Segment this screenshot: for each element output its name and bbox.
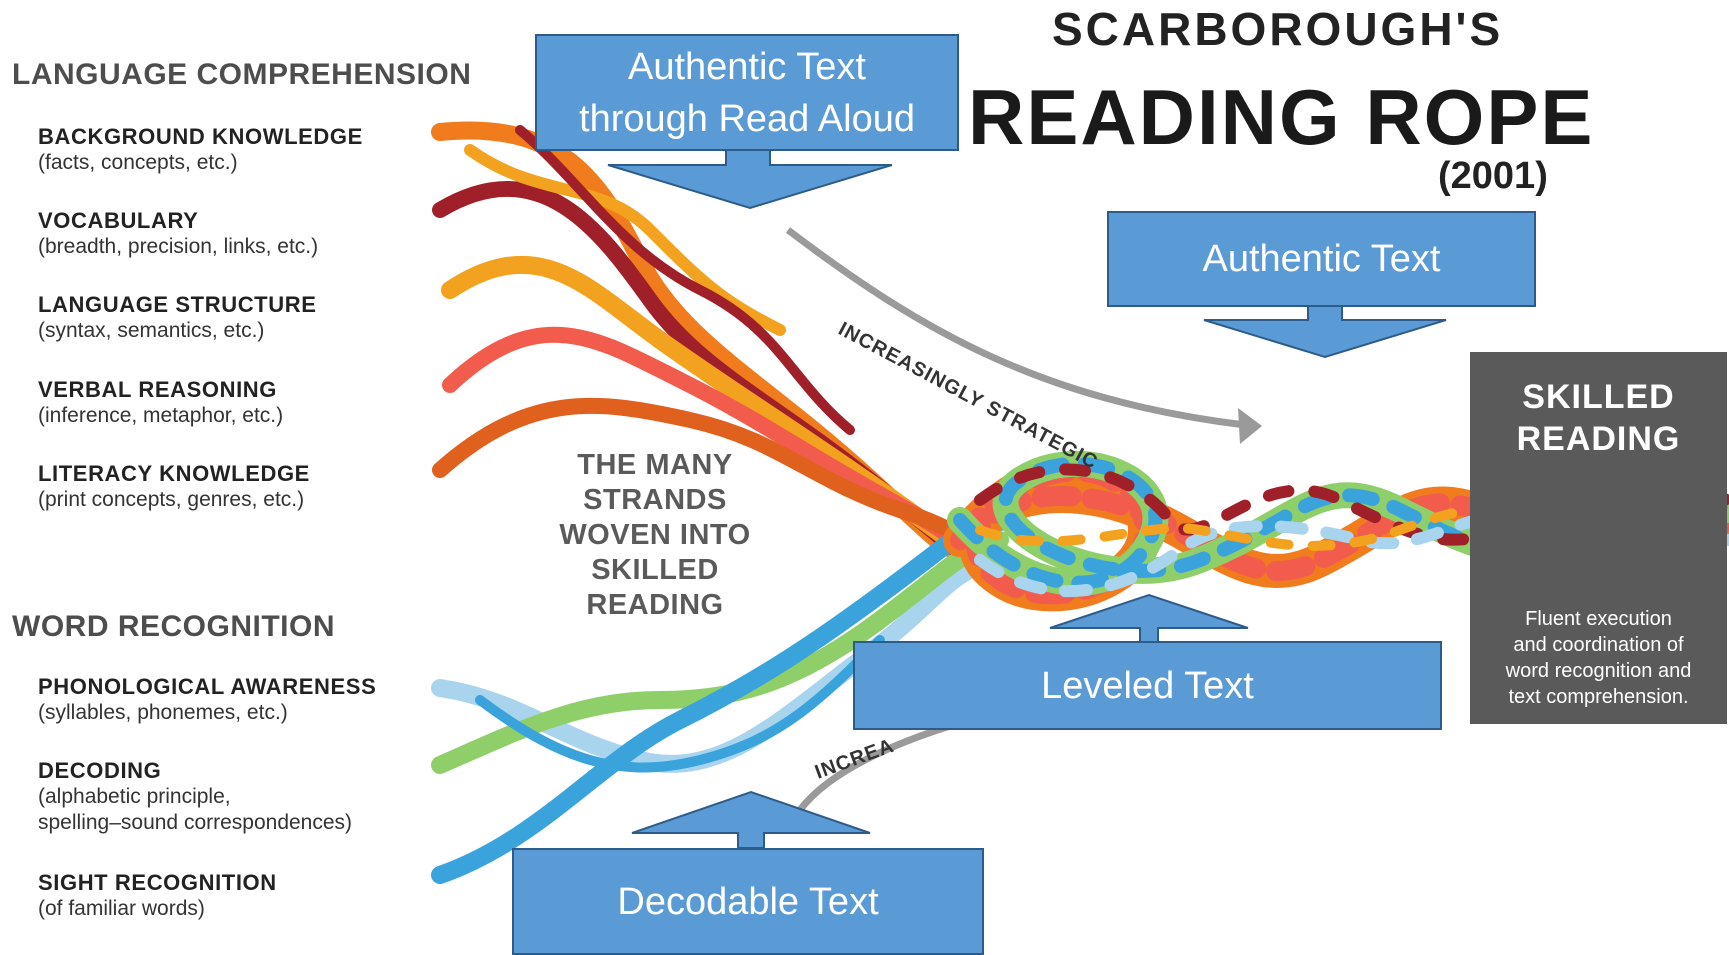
- language-strands: [431, 121, 1028, 593]
- phonological-awareness-item: PHONOLOGICAL AWARENESS (syllables, phone…: [38, 674, 376, 726]
- title-line-2: READING ROPE: [968, 73, 1595, 161]
- many-strands-text: THE MANY STRANDS WOVEN INTO SKILLED READ…: [530, 448, 780, 623]
- skilled-title-line: READING: [1516, 420, 1681, 458]
- strand-title: VERBAL REASONING: [38, 377, 277, 402]
- strand-title: DECODING: [38, 758, 162, 783]
- skilled-reading-title: SKILLED READING: [1470, 376, 1727, 460]
- center-line: THE MANY: [577, 449, 733, 481]
- callout-arrows: [607, 149, 1447, 849]
- strand-desc: (facts, concepts, etc.): [38, 151, 238, 174]
- vocabulary-item: VOCABULARY (breadth, precision, links, e…: [38, 208, 318, 260]
- strand-desc: (inference, metaphor, etc.): [38, 404, 284, 427]
- strand-desc: (print concepts, genres, etc.): [38, 488, 305, 511]
- strand-title: SIGHT RECOGNITION: [38, 870, 277, 895]
- strand-title: LITERACY KNOWLEDGE: [38, 461, 310, 486]
- callout-line: Authentic Text: [627, 45, 866, 88]
- strand-title: LANGUAGE STRUCTURE: [38, 292, 317, 317]
- strand-desc: (syntax, semantics, etc.): [38, 319, 265, 342]
- authentic-arrow-shape: [1203, 304, 1447, 359]
- leveled-text-callout: Leveled Text: [853, 641, 1442, 730]
- strand-title: BACKGROUND KNOWLEDGE: [38, 124, 363, 149]
- skilled-desc-line: text comprehension.: [1508, 686, 1689, 708]
- skilled-desc-line: Fluent execution: [1525, 608, 1672, 630]
- leveled-arrow-shape: [1049, 593, 1249, 644]
- language-comprehension-heading: LANGUAGE COMPREHENSION: [12, 58, 472, 91]
- read-aloud-arrow-shape: [607, 149, 893, 210]
- language-structure-item: LANGUAGE STRUCTURE (syntax, semantics, e…: [38, 292, 316, 344]
- decoding-item: DECODING (alphabetic principle, spelling…: [38, 758, 352, 836]
- authentic-text-callout: Authentic Text: [1107, 211, 1536, 307]
- sight-recognition-item: SIGHT RECOGNITION (of familiar words): [38, 870, 277, 922]
- callout-line: through Read Aloud: [579, 97, 915, 140]
- skilled-reading-box: SKILLED READING Fluent execution and coo…: [1470, 352, 1727, 724]
- strand-desc: (alphabetic principle,: [38, 785, 231, 808]
- center-line: STRANDS: [583, 484, 727, 516]
- background-knowledge-item: BACKGROUND KNOWLEDGE (facts, concepts, e…: [38, 124, 363, 176]
- strand-title: VOCABULARY: [38, 208, 199, 233]
- strand-title: PHONOLOGICAL AWARENESS: [38, 674, 377, 699]
- strand-desc: (breadth, precision, links, etc.): [38, 235, 319, 258]
- skilled-title-line: SKILLED: [1522, 378, 1675, 416]
- read-aloud-callout: Authentic Text through Read Aloud: [535, 34, 959, 151]
- skilled-desc-line: and coordination of: [1513, 634, 1684, 656]
- title-year: (2001): [1438, 155, 1548, 197]
- title-line-1: SCARBOROUGH'S: [1052, 3, 1504, 55]
- word-recognition-heading: WORD RECOGNITION: [12, 610, 335, 643]
- strategic-arrow: [785, 227, 1262, 444]
- center-line: READING: [586, 589, 724, 621]
- strand-desc: (syllables, phonemes, etc.): [38, 701, 288, 724]
- literacy-knowledge-item: LITERACY KNOWLEDGE (print concepts, genr…: [38, 461, 310, 513]
- verbal-reasoning-item: VERBAL REASONING (inference, metaphor, e…: [38, 377, 283, 429]
- center-line: WOVEN INTO: [559, 519, 751, 551]
- center-line: SKILLED: [591, 554, 719, 586]
- skilled-reading-desc: Fluent execution and coordination of wor…: [1470, 606, 1727, 710]
- strand-desc: (of familiar words): [38, 897, 205, 920]
- strand-desc-2: spelling–sound correspondences): [38, 811, 353, 834]
- decodable-text-callout: Decodable Text: [512, 848, 984, 955]
- skilled-desc-line: word recognition and: [1505, 660, 1692, 682]
- decodable-arrow-shape: [631, 790, 871, 849]
